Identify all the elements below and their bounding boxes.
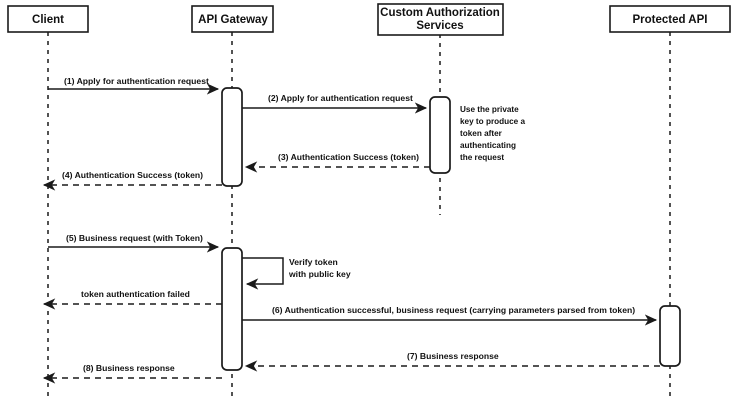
participant-label-client: Client	[32, 14, 64, 26]
message-5-label: (5) Business request (with Token)	[66, 233, 203, 243]
note-private-key-line-3: token after	[460, 129, 503, 138]
message-2-label: (2) Apply for authentication request	[268, 93, 413, 103]
message-3-label: (3) Authentication Success (token)	[278, 152, 419, 162]
note-private-key: Use the private key to produce a token a…	[460, 105, 526, 162]
message-7[interactable]: (7) Business response	[244, 351, 660, 372]
participant-box-custom-authorization-services[interactable]	[377, 3, 504, 36]
activation-custom-authorization-services-1	[429, 96, 451, 174]
activation-api-gateway-2	[221, 247, 243, 371]
message-6-label: (6) Authentication successful, business …	[272, 305, 635, 315]
activation-protected-api-1	[659, 305, 681, 367]
participant-box-client[interactable]	[7, 5, 89, 33]
note-private-key-line-1: Use the private	[460, 105, 519, 114]
message-8[interactable]: (8) Business response	[42, 363, 222, 384]
note-private-key-line-5: the request	[460, 153, 504, 162]
message-1[interactable]: (1) Apply for authentication request	[48, 76, 220, 95]
participant-label-protected-api: Protected API	[633, 14, 708, 26]
message-6[interactable]: (6) Authentication successful, business …	[242, 305, 658, 326]
message-self-verify-token-label-line1: Verify token	[289, 257, 338, 267]
activation-bars	[221, 87, 681, 371]
participant-headers: Client API Gateway Custom Authorization …	[7, 3, 731, 36]
participant-label-custom-authorization-services-line2: Services	[416, 20, 463, 32]
message-token-authentication-failed-label: token authentication failed	[81, 289, 190, 299]
message-8-label: (8) Business response	[83, 363, 175, 373]
activation-api-gateway-1	[221, 87, 243, 187]
message-self-verify-token[interactable]: Verify token with public key	[242, 257, 351, 290]
message-1-label: (1) Apply for authentication request	[64, 76, 209, 86]
message-5[interactable]: (5) Business request (with Token)	[48, 233, 220, 253]
lifelines	[47, 32, 671, 396]
participant-label-api-gateway: API Gateway	[198, 14, 268, 26]
participant-box-api-gateway[interactable]	[191, 5, 274, 33]
message-2[interactable]: (2) Apply for authentication request	[242, 93, 428, 114]
message-self-verify-token-label-line2: with public key	[288, 269, 351, 279]
message-self-verify-token-arrow	[242, 257, 284, 290]
note-private-key-line-2: key to produce a	[460, 117, 526, 126]
note-private-key-line-4: authenticating	[460, 141, 516, 150]
participant-label-custom-authorization-services-line1: Custom Authorization	[380, 7, 500, 19]
participant-box-protected-api[interactable]	[609, 5, 731, 33]
message-4-label: (4) Authentication Success (token)	[62, 170, 203, 180]
message-3[interactable]: (3) Authentication Success (token)	[244, 152, 430, 173]
message-7-label: (7) Business response	[407, 351, 499, 361]
message-token-authentication-failed[interactable]: token authentication failed	[42, 289, 222, 310]
message-4[interactable]: (4) Authentication Success (token)	[42, 170, 222, 191]
